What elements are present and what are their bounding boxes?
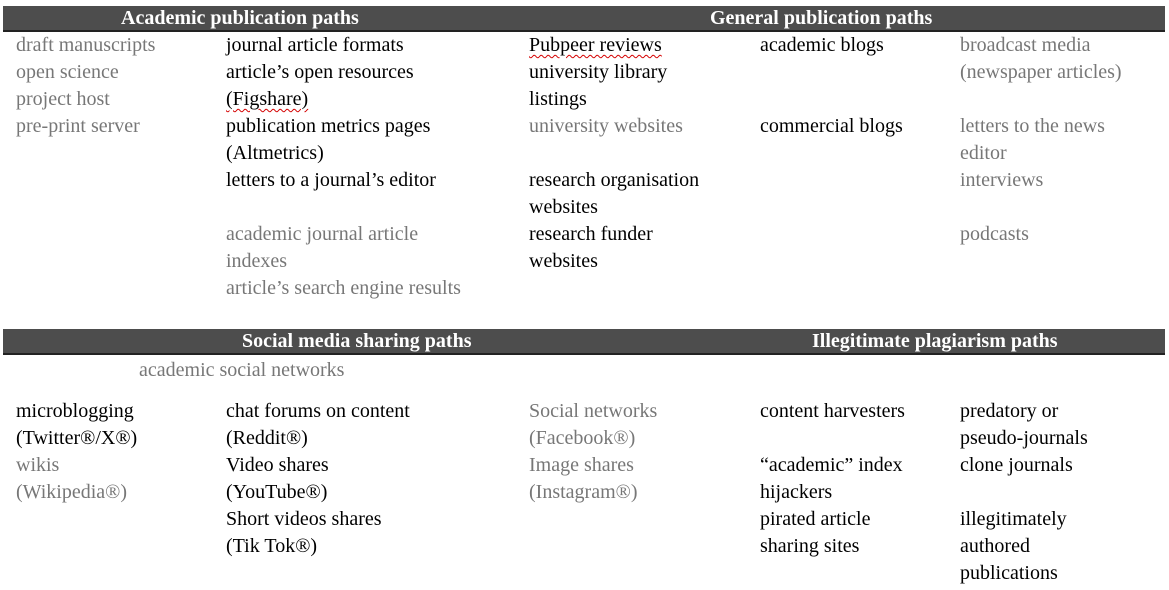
list-item: commercial blogs [760,115,903,137]
list-item: pseudo-journals [960,427,1088,449]
list-item: article’s open resources [226,61,414,83]
section-title-academic: Academic publication paths [121,7,359,29]
list-item: (Figshare) [226,88,309,110]
list-item: letters to the news [960,115,1105,137]
list-item: (YouTube®) [226,481,328,503]
list-item: Video shares [226,454,329,476]
section-title-general: General publication paths [710,7,933,29]
list-item: wikis [16,454,60,476]
list-item: research funder [529,223,653,245]
list-item: (Tik Tok®) [226,535,318,557]
section-title-social: Social media sharing paths [242,330,472,352]
list-item: (Twitter®/X®) [16,427,138,449]
list-item: hijackers [760,481,833,503]
list-item: predatory or [960,400,1059,422]
list-item: illegitimately [960,508,1067,530]
list-item: broadcast media [960,34,1091,56]
list-item: chat forums on content [226,400,410,422]
list-item: Pubpeer reviews [529,34,662,56]
list-item: Social networks [529,400,658,422]
list-item: university websites [529,115,683,137]
list-item: podcasts [960,223,1029,245]
list-item: publications [960,562,1058,584]
list-item: (newspaper articles) [960,61,1122,83]
list-item: journal article formats [226,34,404,56]
list-item: university library [529,61,668,83]
list-item: websites [529,196,598,218]
list-item: clone journals [960,454,1073,476]
list-item: microblogging [16,400,134,422]
list-item: Image shares [529,454,634,476]
list-item: (Reddit®) [226,427,308,449]
list-item: indexes [226,250,288,272]
list-item: draft manuscripts [16,34,156,56]
header-bar-top: Academic publication paths General publi… [3,6,1165,32]
list-item: (Instagram®) [529,481,638,503]
list-item-spanning: academic social networks [139,359,345,381]
section-title-illegitimate: Illegitimate plagiarism paths [812,330,1058,352]
list-item: project host [16,88,110,110]
list-item: (Altmetrics) [226,142,324,164]
list-item: interviews [960,169,1044,191]
list-item: “academic” index [760,454,903,476]
list-item: article’s search engine results [226,277,461,299]
list-item: listings [529,88,587,110]
list-item: sharing sites [760,535,860,557]
list-item: letters to a journal’s editor [226,169,436,191]
list-item: content harvesters [760,400,905,422]
list-item: editor [960,142,1007,164]
list-item: Short videos shares [226,508,382,530]
list-item: websites [529,250,598,272]
list-item: academic blogs [760,34,884,56]
list-item: (Wikipedia®) [16,481,128,503]
list-item: research organisation [529,169,700,191]
list-item: pre-print server [16,115,140,137]
list-item: (Facebook®) [529,427,636,449]
header-bar-bottom: Social media sharing paths Illegitimate … [3,329,1165,355]
list-item: open science [16,61,119,83]
list-item: authored [960,535,1030,557]
list-item: academic journal article [226,223,419,245]
list-item: pirated article [760,508,871,530]
list-item: publication metrics pages [226,115,431,137]
